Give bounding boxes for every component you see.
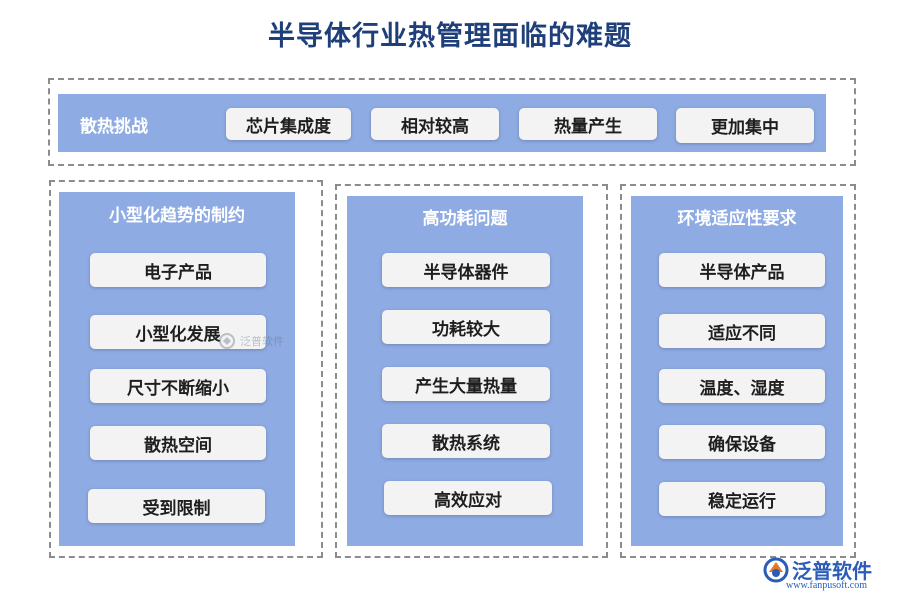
column-item: 功耗较大 <box>382 310 550 344</box>
column-item: 散热系统 <box>382 424 550 458</box>
brand-logo-icon <box>763 557 789 583</box>
column-item: 适应不同 <box>659 314 825 348</box>
column-item: 尺寸不断缩小 <box>90 369 266 403</box>
column-title: 环境适应性要求 <box>677 209 797 229</box>
column-frame <box>335 184 608 558</box>
column-item: 高效应对 <box>384 481 552 515</box>
column-frame <box>49 180 323 558</box>
column-item: 半导体产品 <box>659 253 825 287</box>
page-title: 半导体行业热管理面临的难题 <box>268 21 632 52</box>
challenge-item: 更加集中 <box>676 108 814 143</box>
watermark: 泛普软件 <box>218 330 298 352</box>
brand-logo-icon <box>219 333 235 349</box>
column-title: 小型化趋势的制约 <box>109 206 245 226</box>
challenge-item: 热量产生 <box>519 108 657 140</box>
watermark-text: 泛普软件 <box>240 335 284 348</box>
challenge-frame <box>48 78 856 166</box>
column-item: 电子产品 <box>90 253 266 287</box>
column-item: 稳定运行 <box>659 482 825 516</box>
brand-url: www.fanpusoft.com <box>786 580 868 591</box>
column-item: 确保设备 <box>659 425 825 459</box>
column-title: 高功耗问题 <box>422 209 508 229</box>
challenge-item: 相对较高 <box>371 108 499 140</box>
column-item: 产生大量热量 <box>382 367 550 401</box>
brand-logo: 泛普软件 www.fanpusoft.com <box>762 553 898 595</box>
column-item: 散热空间 <box>90 426 266 460</box>
challenge-label: 散热挑战 <box>80 117 148 137</box>
column-item: 受到限制 <box>88 489 265 523</box>
challenge-item: 芯片集成度 <box>226 108 351 140</box>
column-item: 小型化发展 <box>90 315 266 349</box>
column-frame <box>620 184 856 558</box>
column-item: 半导体器件 <box>382 253 550 287</box>
column-item: 温度、湿度 <box>659 369 825 403</box>
brand-name: 泛普软件 <box>792 559 872 583</box>
